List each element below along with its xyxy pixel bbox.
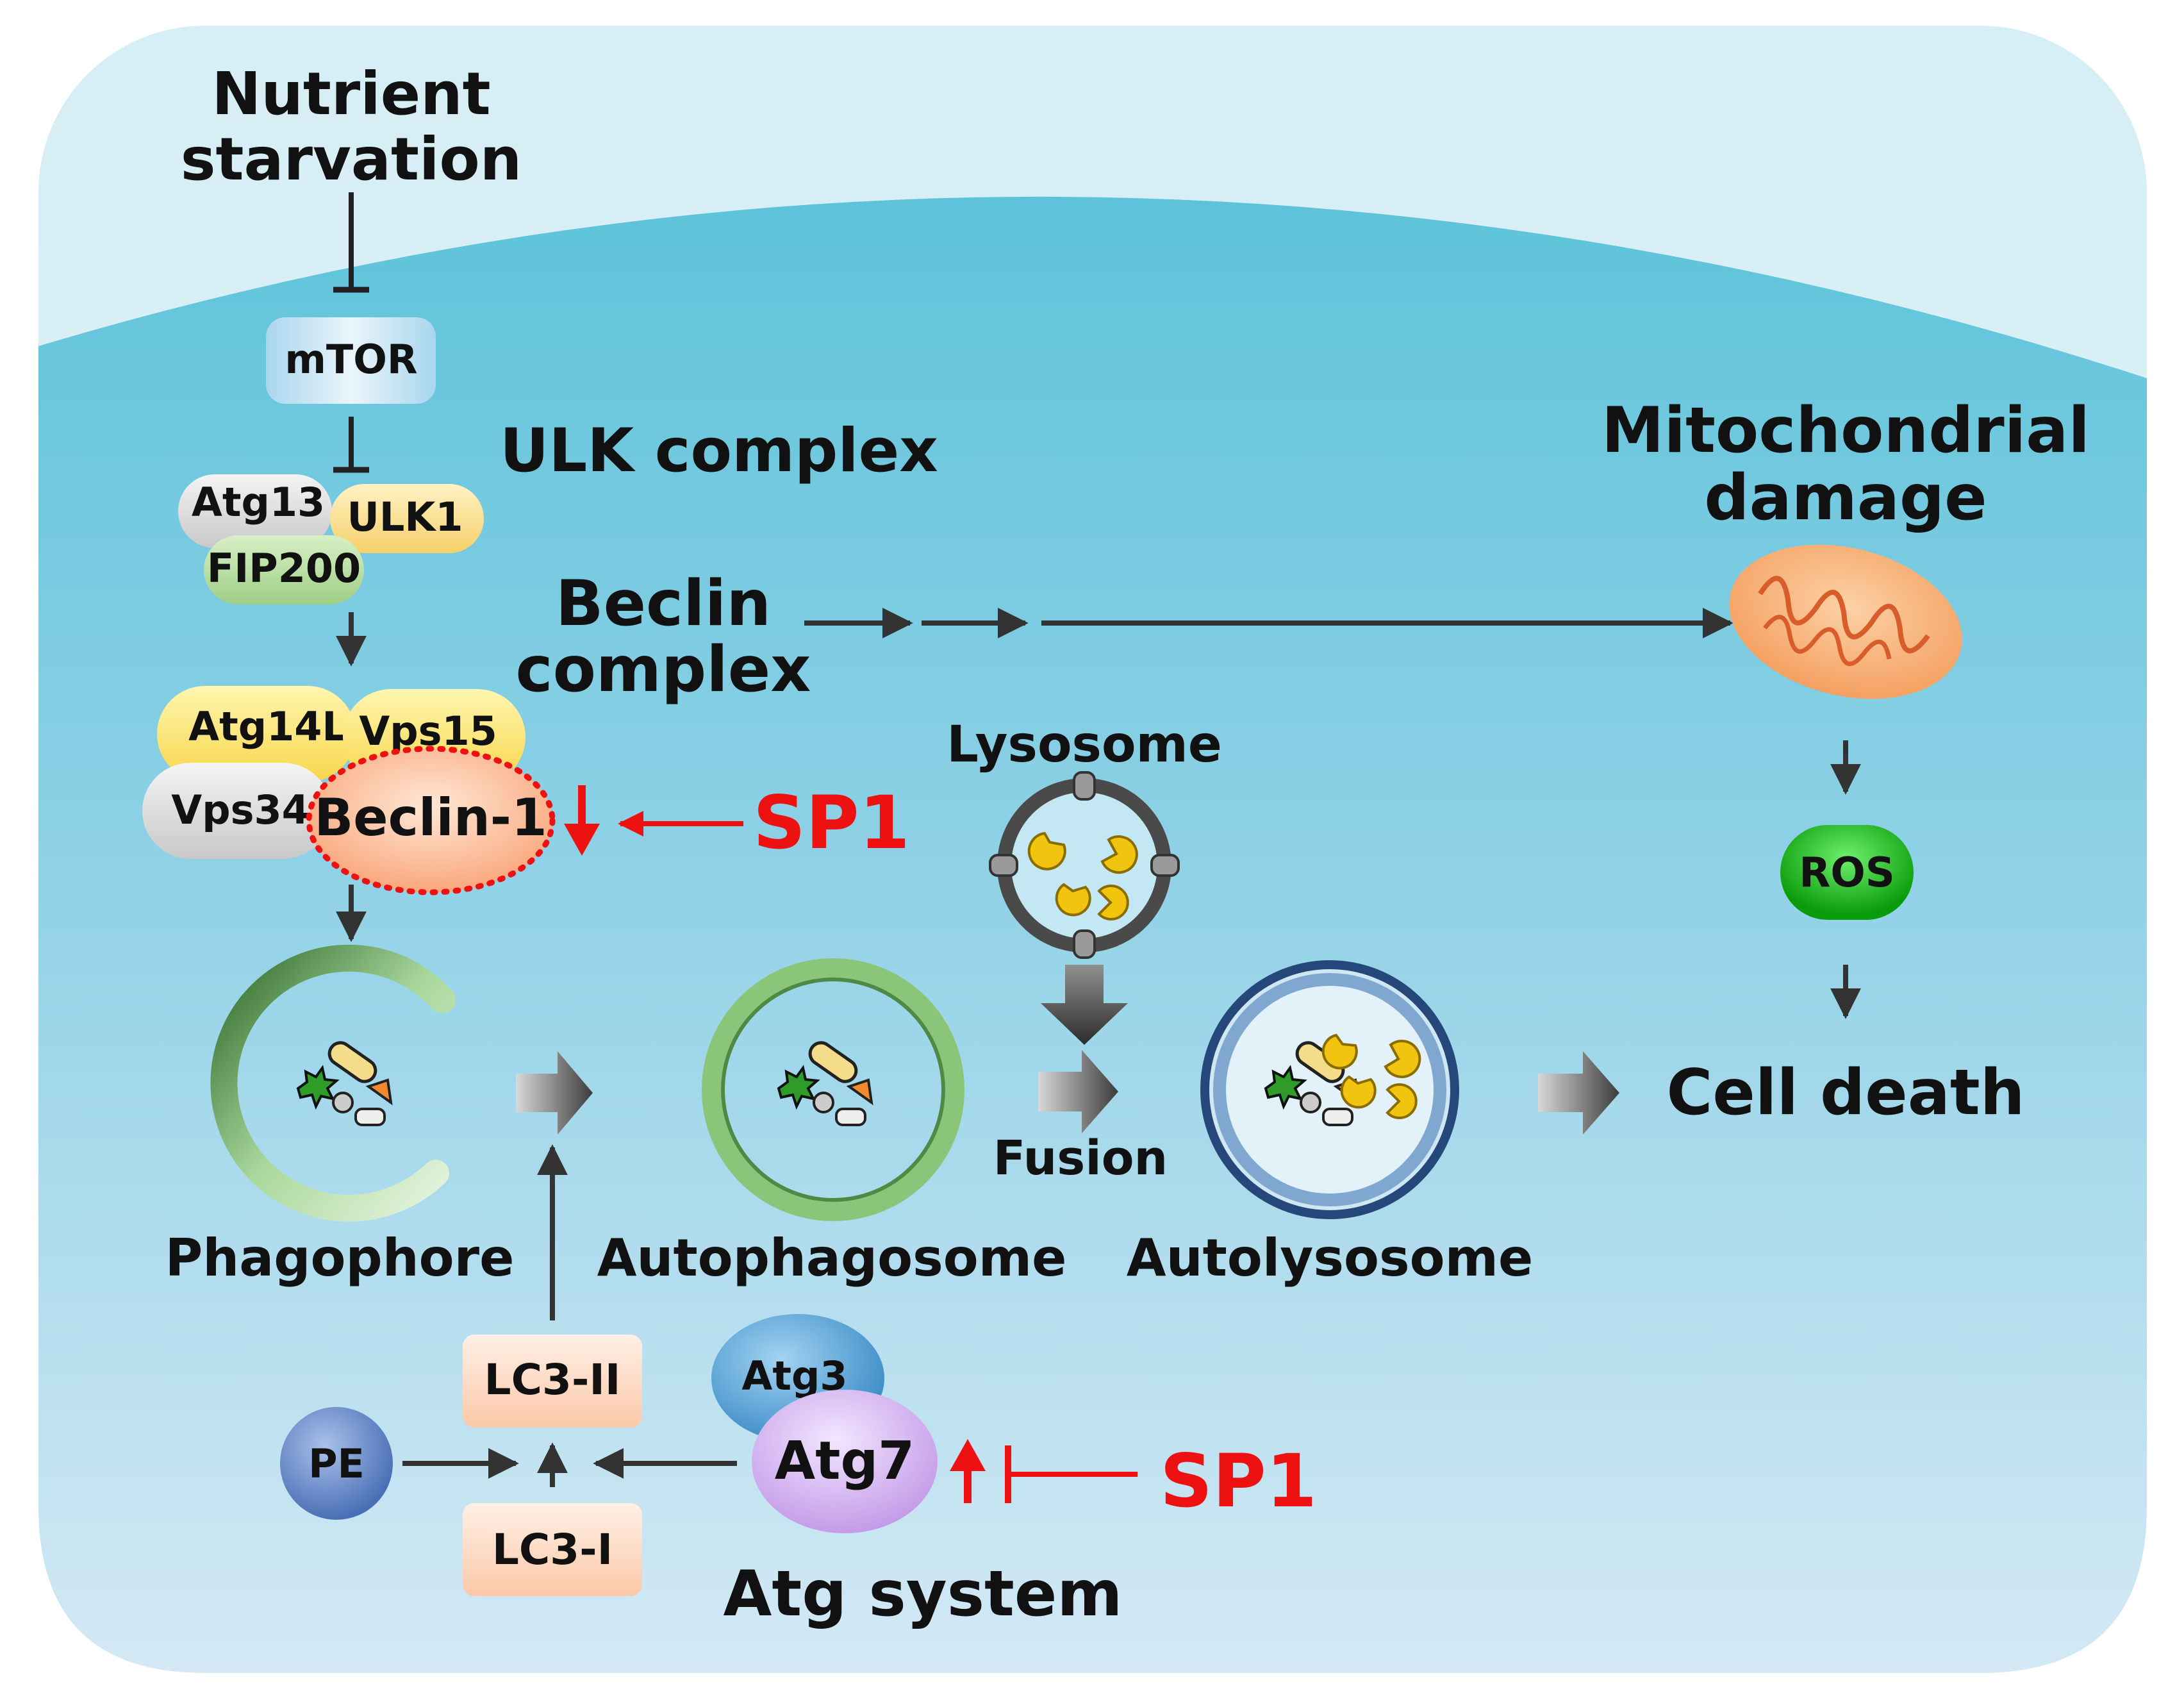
ulk1-label: ULK1: [347, 494, 463, 540]
pe-label: PE: [308, 1440, 365, 1487]
sp1-bottom-label: SP1: [1160, 1438, 1317, 1524]
arrow-phago-autophagosome: [516, 1051, 593, 1135]
mito-title-2: damage: [1704, 462, 1987, 535]
ros-pill: [1780, 825, 1914, 920]
fip200-bubble: [204, 535, 364, 604]
beclin1-label: Beclin-1: [314, 788, 547, 847]
arrow-lysosome-fusion: [1041, 965, 1128, 1045]
atg13-bubble: [178, 474, 332, 548]
fusion-label: Fusion: [993, 1131, 1168, 1186]
beclin1-ellipse: [306, 745, 556, 895]
autophagosome-label: Autophagosome: [597, 1228, 1067, 1288]
beclin-complex-title-1: Beclin: [556, 567, 771, 640]
ros-label: ROS: [1799, 849, 1895, 897]
beclin1-decrease-arrow: [564, 785, 600, 856]
nutrient-label-1: Nutrient: [211, 60, 490, 128]
atg7-increase-arrow: [950, 1439, 986, 1503]
autolysosome-label: Autolysosome: [1127, 1228, 1533, 1288]
lc3-ii-box: [463, 1335, 642, 1427]
vps34-label: Vps34: [171, 787, 310, 833]
mtor-box: [266, 317, 436, 404]
atg14l-bubble: [157, 686, 356, 782]
sp1-inhibit-atg7: [1005, 1445, 1138, 1503]
lysosome-icon: [989, 771, 1180, 959]
beclin-complex-title-2: complex: [516, 633, 811, 706]
phagophore-label: Phagophore: [165, 1228, 515, 1288]
autophagosome-icon: [702, 958, 964, 1221]
atg14l-label: Atg14L: [188, 703, 347, 750]
atg7-label: Atg7: [775, 1431, 914, 1492]
pe-circle: [280, 1407, 393, 1520]
mtor-label: mTOR: [285, 336, 417, 383]
lc3-ii-label: LC3-II: [484, 1355, 621, 1404]
arrow-fusion: [1038, 1050, 1118, 1133]
atg13-label: Atg13: [192, 479, 325, 526]
mitochondrion-icon: [1729, 544, 1962, 699]
inhibit-mtor-ulk: [333, 417, 369, 473]
fip200-label: FIP200: [207, 545, 361, 592]
lc3-i-box: [463, 1503, 642, 1596]
nutrient-label-2: starvation: [181, 125, 522, 194]
atg7-bubble: [752, 1390, 938, 1533]
phagophore-icon: [210, 944, 456, 1222]
cell-death-label: Cell death: [1666, 1056, 2024, 1129]
vps34-bubble: [142, 763, 331, 859]
ulk-complex-title: ULK complex: [500, 416, 938, 486]
ulk1-bubble: [330, 484, 484, 553]
autolysosome-icon: [1200, 960, 1459, 1219]
inhibit-starvation-mtor: [333, 192, 369, 293]
sp1-top-label: SP1: [753, 780, 910, 865]
atg-system-label: Atg system: [724, 1558, 1123, 1631]
lc3-i-label: LC3-I: [492, 1525, 613, 1574]
arrow-autolysosome-death: [1538, 1051, 1619, 1135]
lysosome-label: Lysosome: [947, 716, 1221, 774]
mito-title-1: Mitochondrial: [1601, 394, 2090, 467]
